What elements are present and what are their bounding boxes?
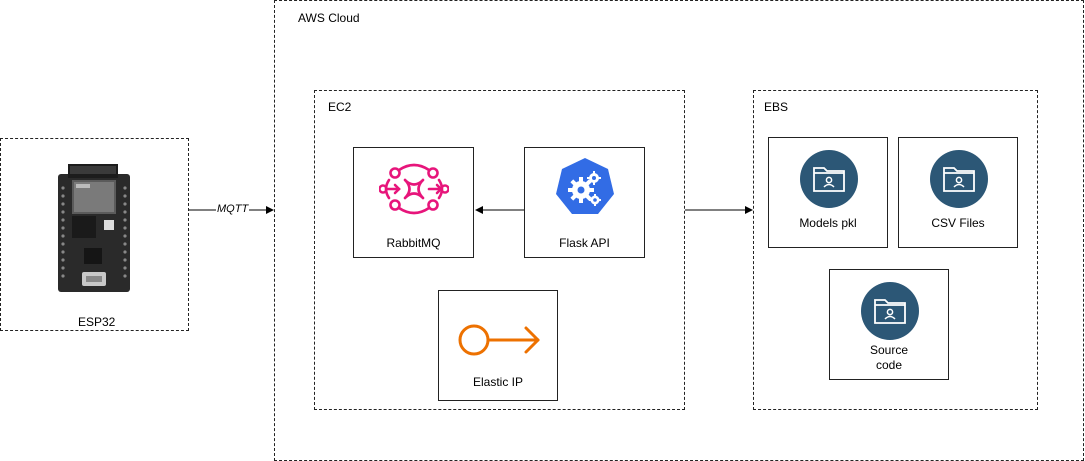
ebs-label: EBS — [764, 100, 789, 114]
folder-icon — [861, 282, 919, 340]
elastic-ip-icon — [458, 324, 540, 356]
folder-icon — [800, 150, 858, 208]
flask-api-node[interactable]: Flask API — [524, 147, 645, 258]
esp32-board-icon — [58, 164, 130, 292]
ebs-group: EBS — [753, 90, 1038, 410]
mqtt-edge-label: MQTT — [216, 203, 250, 215]
aws-cloud-label: AWS Cloud — [298, 11, 360, 25]
rabbitmq-icon — [379, 163, 449, 215]
ebs-item-source-code[interactable]: Source code — [829, 269, 949, 380]
rabbitmq-label: RabbitMQ — [386, 236, 441, 250]
csv-files-label: CSV Files — [931, 216, 985, 230]
source-code-label-line1: Source — [869, 343, 909, 357]
flask-api-label: Flask API — [559, 236, 610, 250]
rabbitmq-node[interactable]: RabbitMQ — [353, 147, 474, 258]
folder-icon — [930, 150, 988, 208]
ebs-item-models-pkl[interactable]: Models pkl — [768, 137, 888, 248]
ec2-group: EC2 — [314, 90, 685, 410]
models-pkl-label: Models pkl — [799, 216, 857, 230]
esp32-group: ESP32 — [0, 138, 189, 331]
ebs-item-csv-files[interactable]: CSV Files — [898, 137, 1018, 248]
elastic-ip-node[interactable]: Elastic IP — [438, 290, 558, 401]
kubernetes-gear-icon — [556, 158, 614, 214]
source-code-label-line2: code — [875, 358, 903, 372]
esp32-label: ESP32 — [78, 315, 116, 329]
elastic-ip-label: Elastic IP — [472, 375, 523, 389]
ec2-label: EC2 — [328, 100, 352, 114]
